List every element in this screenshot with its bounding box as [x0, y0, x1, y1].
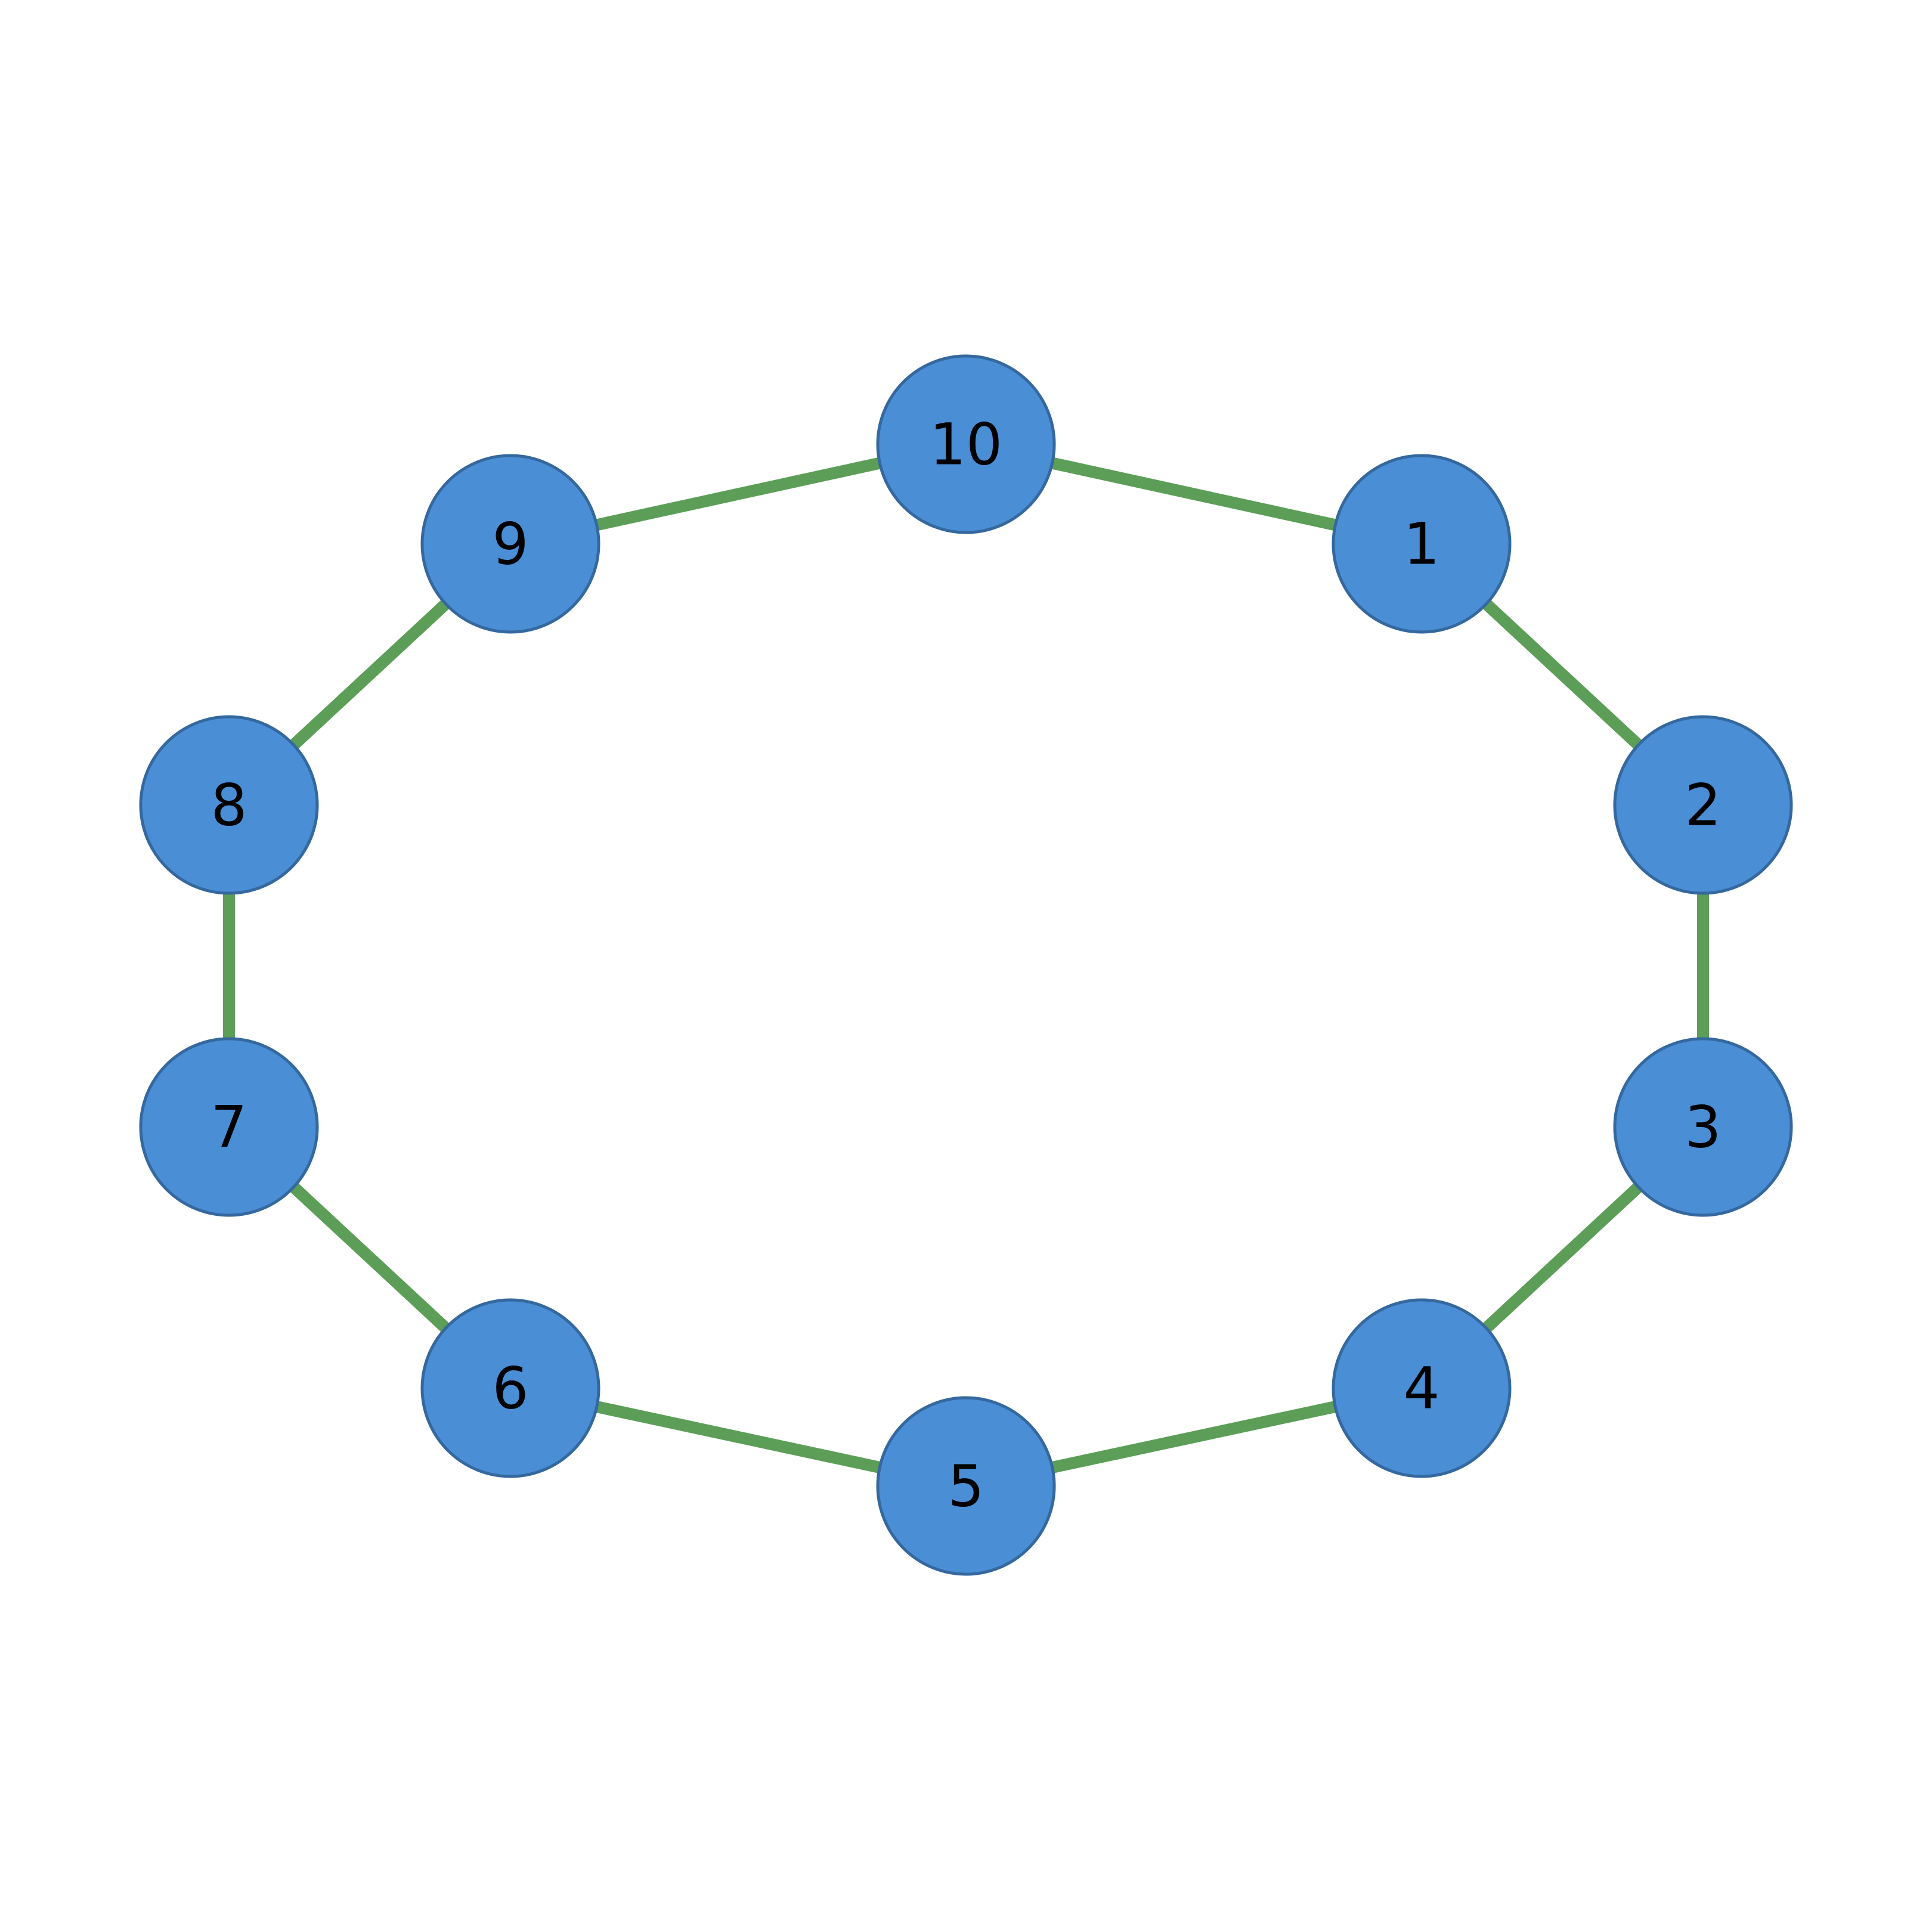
- node-1: 1: [1332, 454, 1512, 634]
- node-label-9: 9: [492, 511, 528, 578]
- node-9: 9: [420, 454, 600, 634]
- node-label-5: 5: [948, 1453, 984, 1520]
- node-circle-6: [420, 1298, 600, 1478]
- node-circle-5: [876, 1396, 1056, 1576]
- node-7: 7: [139, 1037, 319, 1217]
- node-circle-7: [139, 1037, 319, 1217]
- node-circle-2: [1613, 715, 1793, 895]
- node-circle-8: [139, 715, 319, 895]
- node-circle-4: [1332, 1298, 1512, 1478]
- node-circle-10: [876, 354, 1056, 534]
- node-10: 10: [876, 354, 1056, 534]
- node-3: 3: [1613, 1037, 1793, 1217]
- node-circle-1: [1332, 454, 1512, 634]
- node-label-3: 3: [1685, 1094, 1721, 1161]
- node-8: 8: [139, 715, 319, 895]
- node-circle-9: [420, 454, 600, 634]
- node-label-8: 8: [210, 772, 247, 839]
- node-label-7: 7: [210, 1094, 247, 1161]
- node-layer: 1 2 3 4 5 6 7 8 9 10: [139, 354, 1793, 1576]
- node-label-6: 6: [492, 1355, 528, 1422]
- node-label-10: 10: [930, 411, 1002, 478]
- node-label-2: 2: [1685, 772, 1721, 839]
- node-label-1: 1: [1403, 511, 1439, 578]
- node-circle-3: [1613, 1037, 1793, 1217]
- node-2: 2: [1613, 715, 1793, 895]
- node-4: 4: [1332, 1298, 1512, 1478]
- node-5: 5: [876, 1396, 1056, 1576]
- node-label-4: 4: [1403, 1355, 1439, 1422]
- node-6: 6: [420, 1298, 600, 1478]
